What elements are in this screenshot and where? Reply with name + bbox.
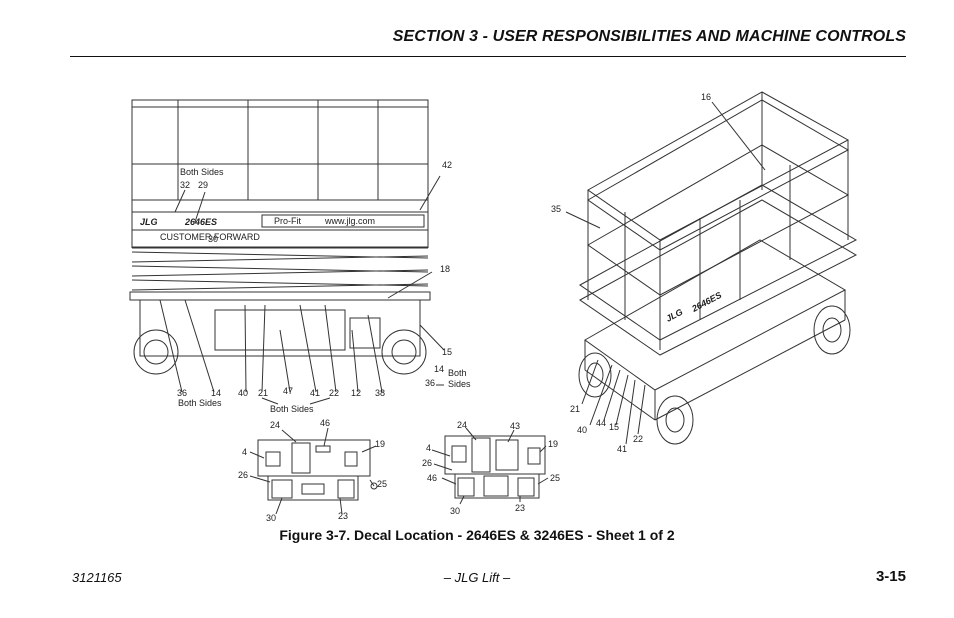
iso-view-callouts: 16 35 21 40 44 15 41 22 [551,92,711,454]
callout-26-left: 26 [238,470,248,480]
footer-publisher: – JLG Lift – [443,570,511,585]
callout-14-right: 14 [434,364,444,374]
callout-35: 35 [551,204,561,214]
side-view-panel-text: CUSTOMER FORWARD [160,232,260,242]
callout-44: 44 [596,418,606,428]
callout-19-left: 19 [375,439,385,449]
side-view-drawing [129,99,445,393]
callout-18: 18 [440,264,450,274]
callout-41-side: 41 [310,388,320,398]
header-rule [70,56,906,57]
figure-caption: Figure 3-7. Decal Location - 2646ES & 32… [279,527,675,543]
callout-23-left: 23 [338,511,348,521]
callout-30-left: 30 [266,513,276,523]
side-view-callouts: Both Sides 32 29 30 42 18 15 14 Both Sid… [177,160,471,414]
callout-both-sides-left: Both Sides [178,398,222,408]
callout-30-right: 30 [450,506,460,516]
callout-23-right: 23 [515,503,525,513]
control-panel-right-drawing [431,427,549,505]
callout-46-left: 46 [320,418,330,428]
callout-4-left: 4 [242,447,247,457]
callout-42: 42 [442,160,452,170]
callout-4-right: 4 [426,443,431,453]
callout-both-sides-bottom: Both Sides [270,404,314,414]
side-view-jlg-logo: JLG [140,217,158,227]
callout-sides-small: Sides [448,379,471,389]
side-view-brand-small: Pro-Fit [274,216,301,226]
callout-15-iso: 15 [609,422,619,432]
footer-page-number: 3-15 [875,568,906,585]
callout-22-side: 22 [329,388,339,398]
callout-38: 38 [375,388,385,398]
callout-24-right: 24 [457,420,467,430]
control-panel-left-drawing [249,427,378,515]
callout-30-side: 30 [208,234,218,244]
callout-46-right: 46 [427,473,437,483]
callout-40-side: 40 [238,388,248,398]
callout-14: 14 [211,388,221,398]
callout-16: 16 [701,92,711,102]
callout-12: 12 [351,388,361,398]
callout-25-left: 25 [377,479,387,489]
callout-15-side: 15 [442,347,452,357]
iso-view-decal-labels: JLG 2646ES [664,290,723,324]
side-view-model-decal: 2646ES [184,217,217,227]
callout-29: 29 [198,180,208,190]
iso-view-drawing [565,91,858,445]
callout-22-iso: 22 [633,434,643,444]
callout-36: 36 [177,388,187,398]
section-header: SECTION 3 - USER RESPONSIBILITIES AND MA… [392,28,906,45]
side-view-decal-labels: JLG 2646ES CUSTOMER FORWARD Pro-Fit www.… [140,216,375,242]
callout-32: 32 [180,180,190,190]
callout-both-small: Both [448,368,467,378]
callout-47: 47 [283,386,293,396]
control-panel-right-callouts: 24 43 4 19 26 46 25 30 23 [422,420,560,516]
callout-40-iso: 40 [577,425,587,435]
footer-doc-number: 3121165 [72,570,122,585]
callout-both-sides-top: Both Sides [180,167,224,177]
callout-24-left: 24 [270,420,280,430]
callout-21-iso: 21 [570,404,580,414]
callout-25-right: 25 [550,473,560,483]
callout-19-right: 19 [548,439,558,449]
callout-26-right: 26 [422,458,432,468]
side-view-website: www.jlg.com [324,216,375,226]
callout-43: 43 [510,421,520,431]
control-panel-left-callouts: 24 46 4 19 26 25 30 23 [238,418,387,523]
callout-36-right: 36 [425,378,435,388]
callout-21-side: 21 [258,388,268,398]
iso-view-jlg-logo: JLG [664,307,684,324]
callout-41-iso: 41 [617,444,627,454]
